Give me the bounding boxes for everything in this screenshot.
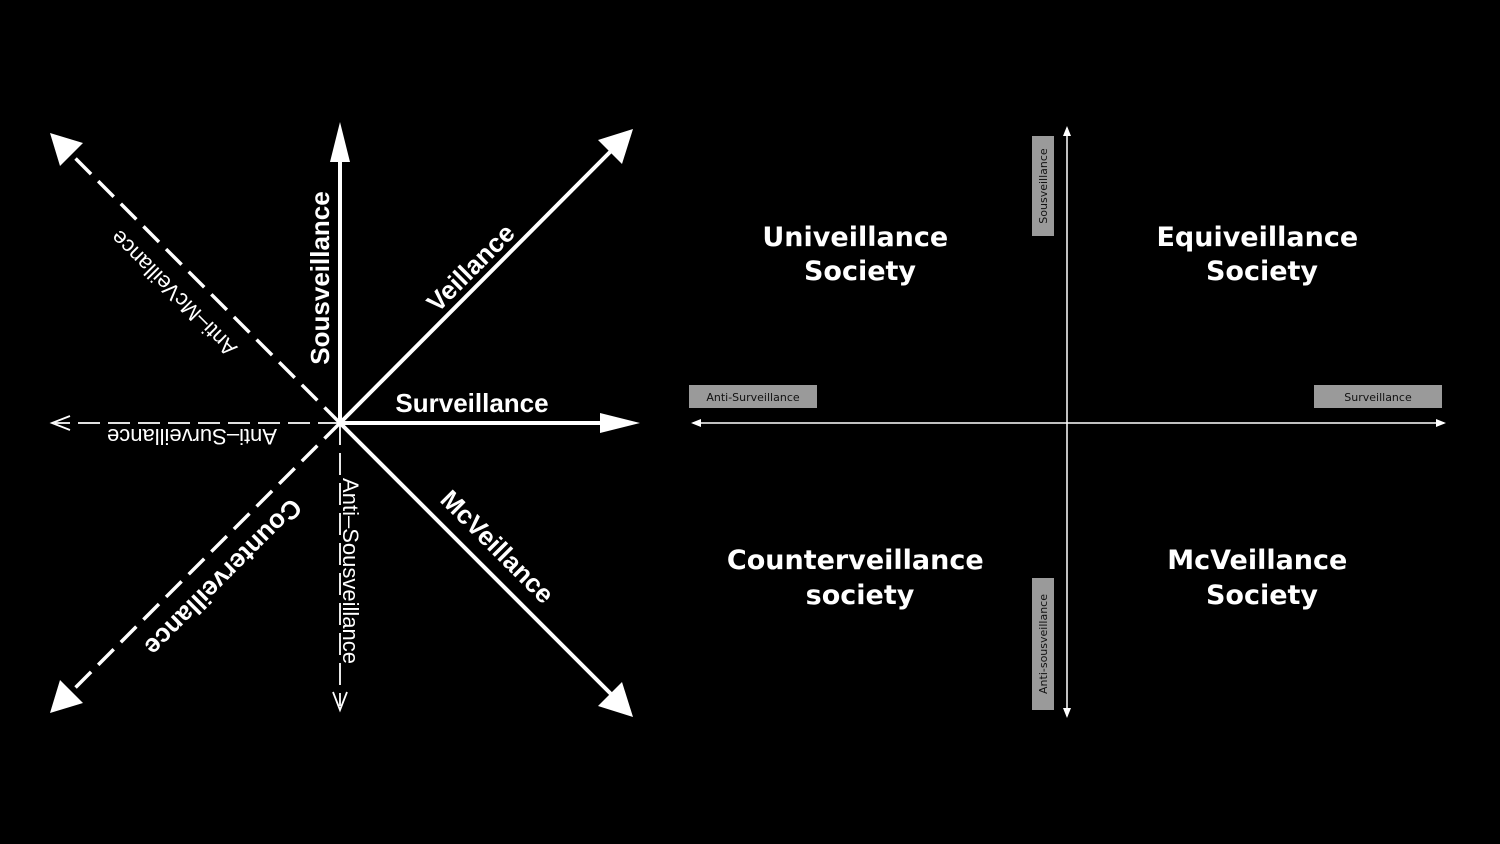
left-arrowhead-icon bbox=[691, 419, 701, 427]
counterveillance-label: Counterveillance bbox=[139, 493, 308, 662]
tag-surveillance: Surveillance bbox=[1314, 385, 1442, 408]
tag-sousveillance: Sousveillance bbox=[1032, 136, 1054, 236]
right-arrowhead-icon bbox=[1436, 419, 1446, 427]
veillance-quadrant-diagram: Sousveillance Anti-sousveillance Anti-Su… bbox=[689, 126, 1446, 718]
counterveillance-arrowhead-icon bbox=[50, 680, 83, 713]
quadrant-arrowheads bbox=[691, 126, 1446, 718]
quadrant-counterveillance: Counterveillance society bbox=[727, 545, 993, 611]
anti-surveillance-label: Anti–Surveillance bbox=[107, 424, 277, 449]
quadrant-axes bbox=[693, 128, 1444, 716]
tag-surveillance-label: Surveillance bbox=[1344, 391, 1412, 404]
veillance-axis bbox=[338, 148, 614, 425]
solid-axes bbox=[338, 148, 614, 697]
down-arrowhead-icon bbox=[1063, 708, 1071, 718]
mcveillance-arrowhead-icon bbox=[598, 682, 633, 717]
tag-sousveillance-label: Sousveillance bbox=[1037, 148, 1050, 224]
anti-mcveillance-axis bbox=[54, 137, 342, 425]
tag-anti-surveillance-label: Anti-Surveillance bbox=[706, 391, 800, 404]
quadrant-equiveillance: Equiveillance Society bbox=[1156, 222, 1367, 287]
anti-sousveillance-arrowhead-icon bbox=[332, 691, 348, 713]
surveillance-arrowhead-icon bbox=[600, 413, 640, 433]
surveillance-label: Surveillance bbox=[395, 388, 548, 418]
up-arrowhead-icon bbox=[1063, 126, 1071, 136]
thin-arrowheads bbox=[49, 415, 348, 713]
dashed-axes bbox=[54, 137, 342, 709]
solid-arrowheads bbox=[330, 122, 640, 717]
tag-anti-sousveillance: Anti-sousveillance bbox=[1032, 578, 1054, 710]
veillance-label: Veillance bbox=[421, 218, 521, 318]
dashed-arrowheads bbox=[50, 133, 83, 713]
quadrant-mcveillance: McVeillance Society bbox=[1167, 545, 1357, 611]
anti-surveillance-arrowhead-icon bbox=[49, 415, 71, 431]
tag-anti-surveillance: Anti-Surveillance bbox=[689, 385, 817, 408]
veillance-star-diagram: Sousveillance Surveillance Veillance McV… bbox=[49, 122, 640, 717]
mcveillance-label: McVeillance bbox=[435, 484, 560, 609]
sousveillance-arrowhead-icon bbox=[330, 122, 350, 162]
mcveillance-axis bbox=[338, 421, 614, 697]
quadrant-univeillance: Univeillance Society bbox=[762, 222, 957, 287]
sousveillance-label: Sousveillance bbox=[305, 191, 335, 364]
anti-sousveillance-label: Anti–Sousveillance bbox=[338, 478, 363, 664]
anti-mcveillance-label: Anti–McVeillance bbox=[106, 225, 242, 361]
anti-mcveillance-arrowhead-icon bbox=[50, 133, 83, 166]
veillance-arrowhead-icon bbox=[598, 129, 633, 164]
tag-anti-sousveillance-label: Anti-sousveillance bbox=[1037, 594, 1050, 694]
counterveillance-axis bbox=[54, 421, 342, 709]
